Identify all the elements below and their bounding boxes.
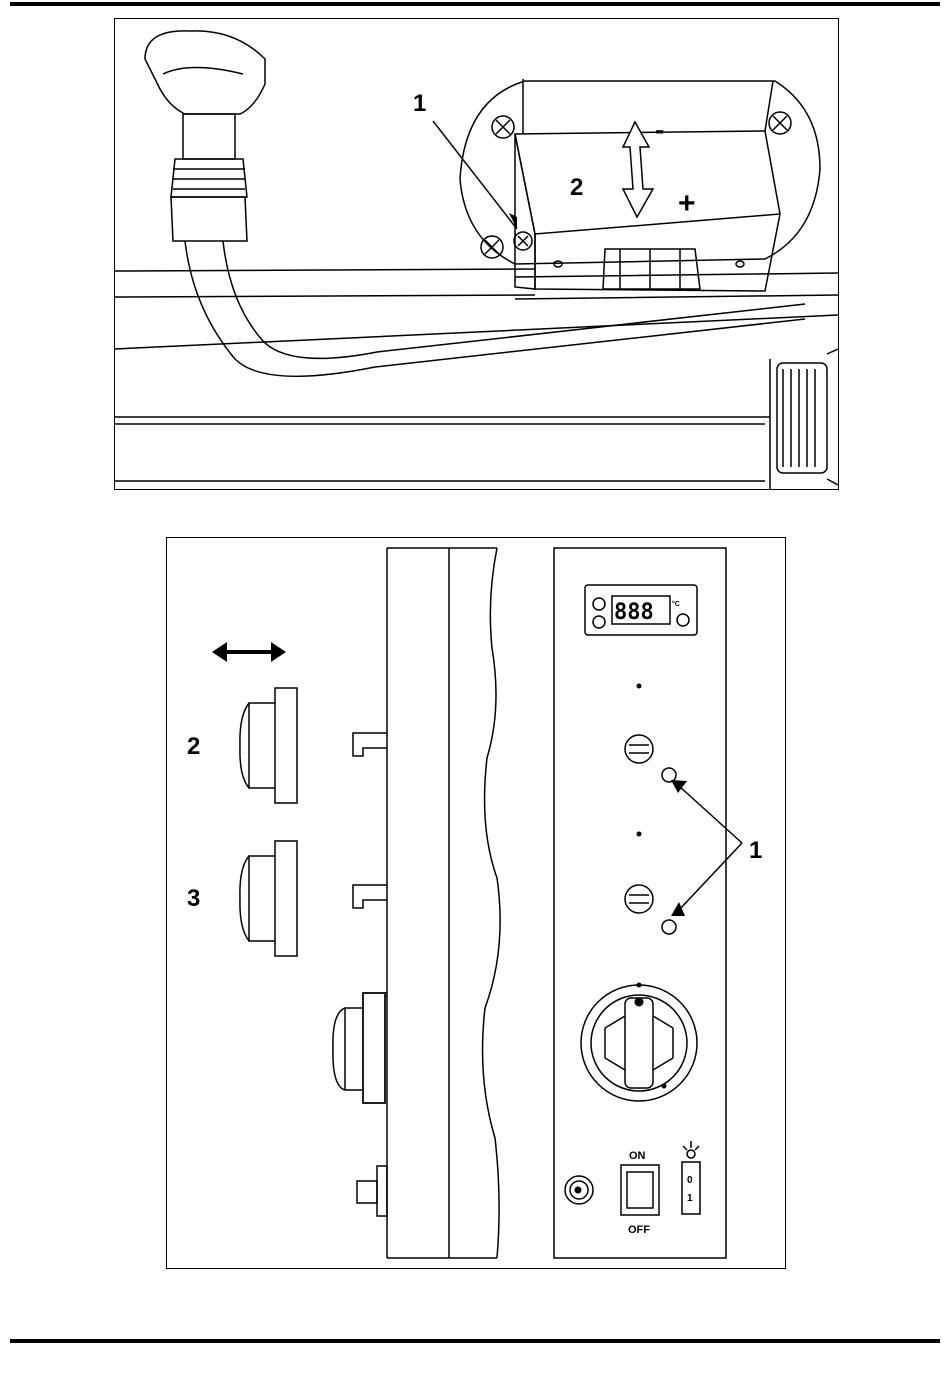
thermostat-adjustment-figure: 1 2 - + (114, 18, 839, 490)
off-label: OFF (628, 1224, 650, 1236)
callout-2: 2 (570, 174, 583, 201)
top-rule (10, 2, 940, 6)
callout-3: 3 (187, 885, 200, 912)
thermostat-adjustment-drawing: 1 2 - + (115, 19, 838, 489)
bottom-rule (10, 1339, 940, 1343)
light-switch-top-label: 0 (687, 1175, 693, 1186)
callout-1: 1 (749, 837, 762, 864)
plus-sign: + (678, 187, 696, 220)
control-panel-figure: 888 °C 2 3 1 ON OFF 0 1 (166, 537, 786, 1269)
on-label: ON (629, 1150, 646, 1162)
control-panel-drawing: 888 °C 2 3 1 ON OFF 0 1 (167, 538, 785, 1268)
temperature-unit-label: °C (672, 600, 680, 608)
callout-2: 2 (187, 733, 200, 760)
callout-1: 1 (413, 90, 426, 117)
light-switch-bottom-label: 1 (687, 1193, 693, 1204)
temperature-display-digits: 888 (614, 600, 654, 625)
minus-sign: - (655, 114, 664, 145)
